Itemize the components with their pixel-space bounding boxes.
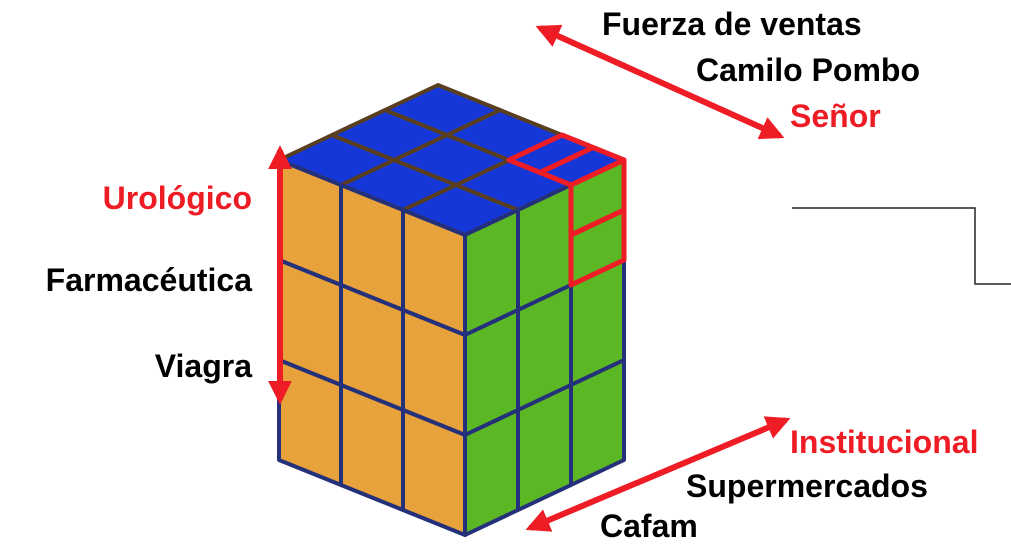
- cube-cells: [277, 83, 626, 537]
- bottom-axis-label-3: Cafam: [600, 508, 698, 544]
- top-axis-label-1: Fuerza de ventas: [602, 6, 862, 42]
- top-axis-label-3: Señor: [790, 98, 881, 134]
- top-face-cell: [383, 83, 502, 137]
- bottom-axis-label-2: Supermercados: [686, 468, 928, 504]
- left-axis-label-3: Viagra: [154, 348, 252, 384]
- bottom-axis-label-1: Institucional: [790, 424, 979, 460]
- highlighted-cell-group: [506, 132, 627, 288]
- top-axis-arrow: [535, 24, 785, 140]
- left-face-cell: [277, 358, 343, 487]
- highlight-side-half-bottom: [568, 207, 627, 288]
- bottom-axis-arrow: [525, 416, 791, 532]
- callout-line: [792, 207, 1011, 285]
- left-axis-label-1: Urológico: [102, 180, 252, 216]
- left-axis-label-2: Farmacéutica: [45, 262, 252, 298]
- top-axis-label-2: Camilo Pombo: [696, 52, 921, 88]
